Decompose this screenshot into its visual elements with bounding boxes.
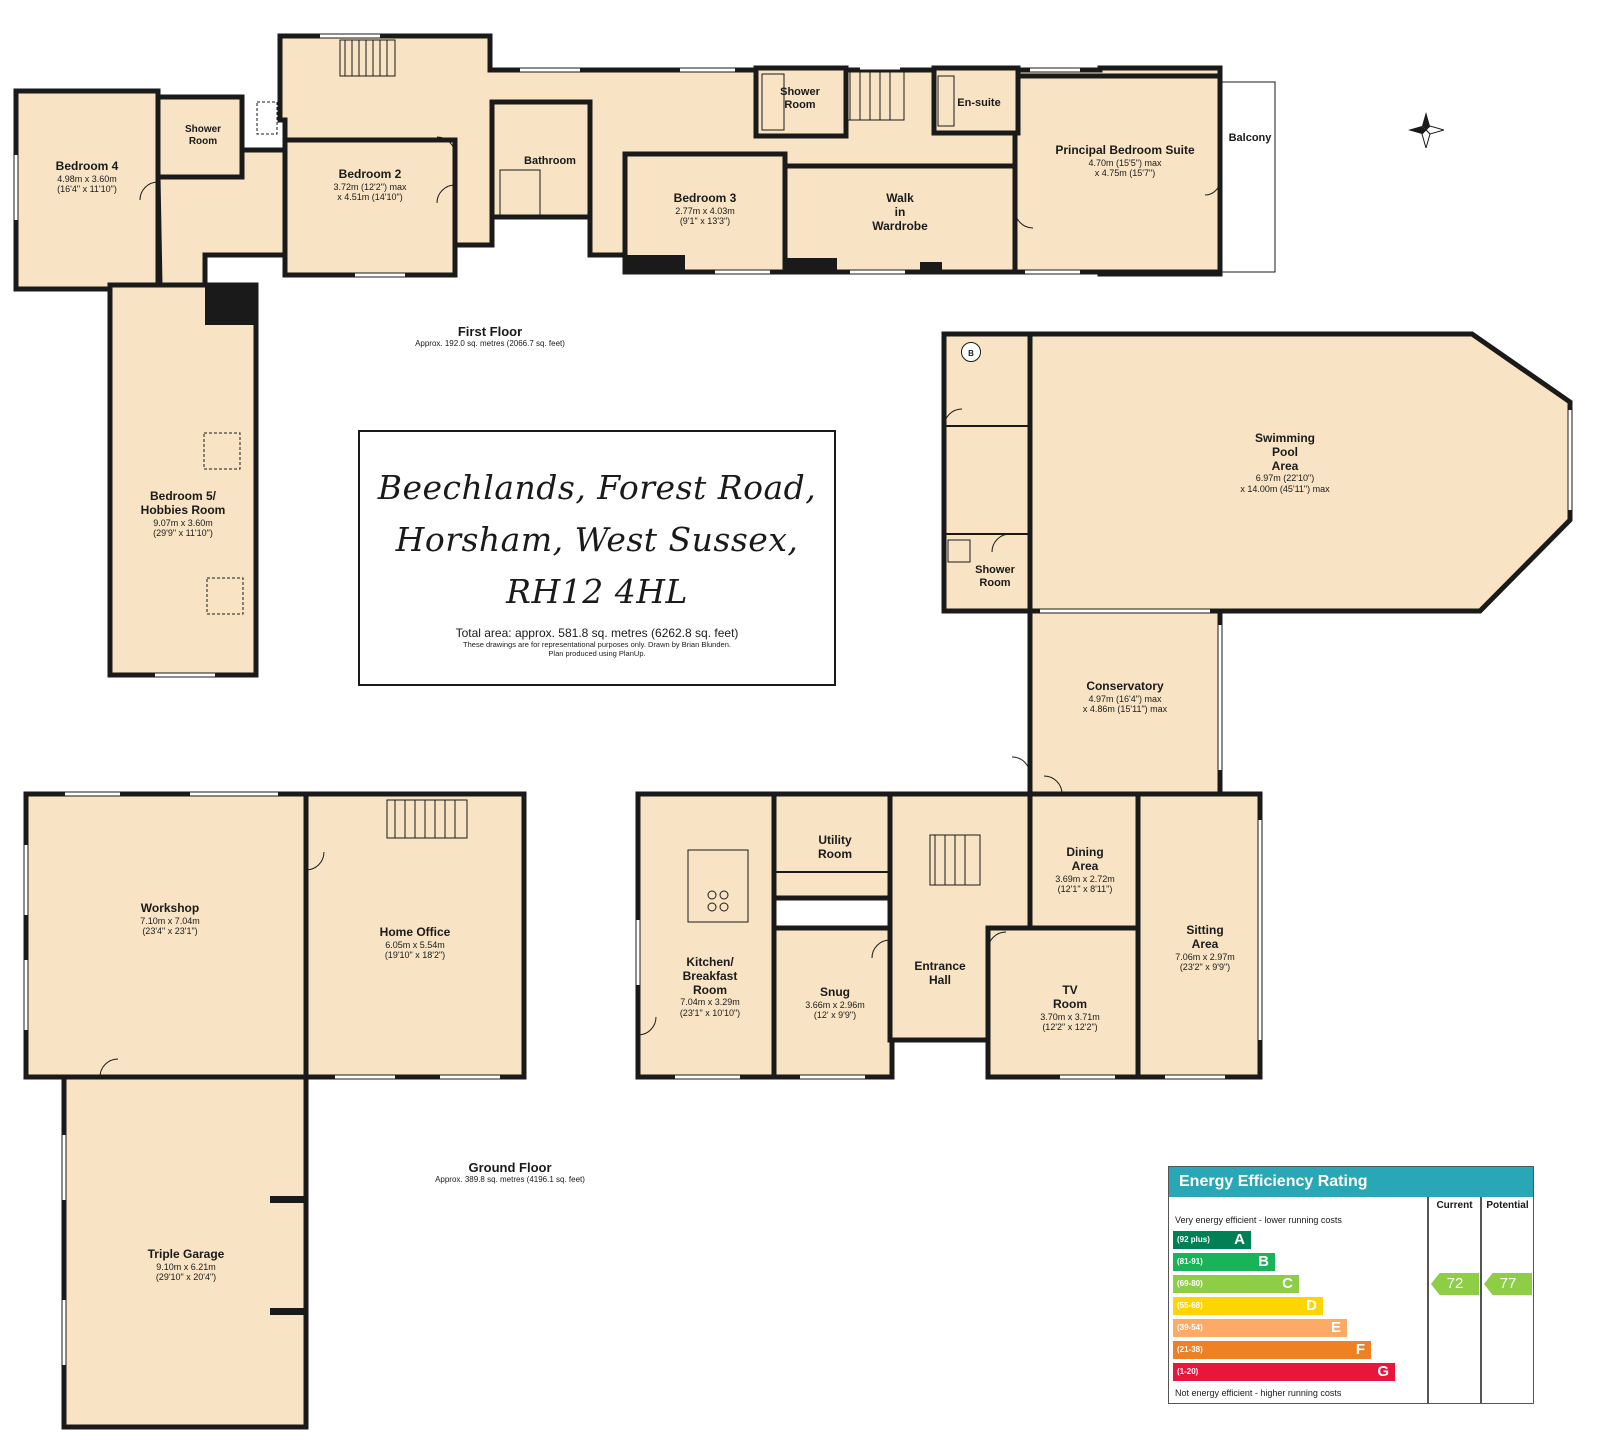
epc-current-value: 72 <box>1431 1273 1479 1295</box>
epc-band-letter: F <box>1355 1341 1365 1358</box>
room-bathroom <box>489 99 593 220</box>
epc-top-note: Very energy efficient - lower running co… <box>1175 1215 1342 1225</box>
epc-band-letter: C <box>1282 1275 1293 1292</box>
room-ensuite <box>931 65 1021 136</box>
epc-band-e: (39-54) E <box>1173 1319 1347 1337</box>
energy-efficiency-rating: Energy Efficiency Rating Current Potenti… <box>1168 1166 1534 1404</box>
room-utility <box>771 791 893 901</box>
epc-band-f: (21-38) F <box>1173 1341 1371 1359</box>
room-office <box>303 791 527 1080</box>
epc-band-letter: D <box>1306 1297 1317 1314</box>
address-line-2: Horsham, West Sussex, <box>395 520 799 559</box>
epc-band-letter: A <box>1234 1231 1245 1248</box>
epc-band-range: (55-68) <box>1177 1301 1203 1310</box>
room-garage <box>61 1074 309 1430</box>
boiler-icon: B <box>961 342 981 362</box>
epc-potential-header: Potential <box>1486 1200 1529 1211</box>
room-bedroom3 <box>622 151 788 275</box>
room-bedroom2 <box>282 137 458 278</box>
room-shower2 <box>753 65 849 139</box>
epc-band-range: (92 plus) <box>1177 1235 1210 1244</box>
room-conservatory <box>1027 606 1223 797</box>
epc-band-range: (81-91) <box>1177 1257 1203 1266</box>
epc-current-header: Current <box>1436 1200 1473 1211</box>
first-floor-title: First Floor Approx. 192.0 sq. metres (20… <box>415 324 565 348</box>
ground-floor-title: Ground Floor Approx. 389.8 sq. metres (4… <box>435 1160 585 1184</box>
room-bedroom5 <box>107 282 259 678</box>
epc-divider <box>1480 1197 1482 1403</box>
address-postcode: RH12 4HL <box>506 572 688 611</box>
room-sitting <box>1135 791 1263 1080</box>
room-walkin <box>782 163 1018 275</box>
plan-credit: Plan produced using PlanUp. <box>548 649 646 658</box>
room-principal <box>1012 73 1223 275</box>
epc-band-letter: G <box>1377 1363 1389 1380</box>
total-area: Total area: approx. 581.8 sq. metres (62… <box>455 626 739 640</box>
disclaimer: These drawings are for representational … <box>463 640 731 649</box>
epc-band-d: (55-68) D <box>1173 1297 1323 1315</box>
epc-band-b: (81-91) B <box>1173 1253 1275 1271</box>
epc-band-range: (39-54) <box>1177 1323 1203 1332</box>
epc-band-range: (69-80) <box>1177 1279 1203 1288</box>
property-title-box: Beechlands, Forest Road, Horsham, West S… <box>358 430 836 686</box>
label-ensuite: En-suite <box>957 97 1001 109</box>
epc-band-a: (92 plus) A <box>1173 1231 1251 1249</box>
epc-band-range: (1-20) <box>1177 1367 1199 1376</box>
compass-rose-icon <box>1408 112 1444 148</box>
epc-band-range: (21-38) <box>1177 1345 1203 1354</box>
room-dining <box>1027 791 1141 931</box>
epc-title: Energy Efficiency Rating <box>1169 1167 1533 1197</box>
epc-band-letter: B <box>1258 1253 1269 1270</box>
epc-band-letter: E <box>1330 1319 1341 1336</box>
label-balcony: Balcony <box>1228 132 1272 144</box>
address-line-1: Beechlands, Forest Road, <box>377 468 817 507</box>
label-bathroom: Bathroom <box>524 155 576 167</box>
room-kitchen <box>635 791 777 1080</box>
epc-band-g: (1-20) G <box>1173 1363 1395 1381</box>
epc-band-c: (69-80) C <box>1173 1275 1299 1293</box>
epc-divider <box>1427 1197 1429 1403</box>
epc-potential-value: 77 <box>1484 1273 1532 1295</box>
room-pool-store <box>941 331 1033 614</box>
epc-bottom-note: Not energy efficient - higher running co… <box>1175 1388 1342 1398</box>
